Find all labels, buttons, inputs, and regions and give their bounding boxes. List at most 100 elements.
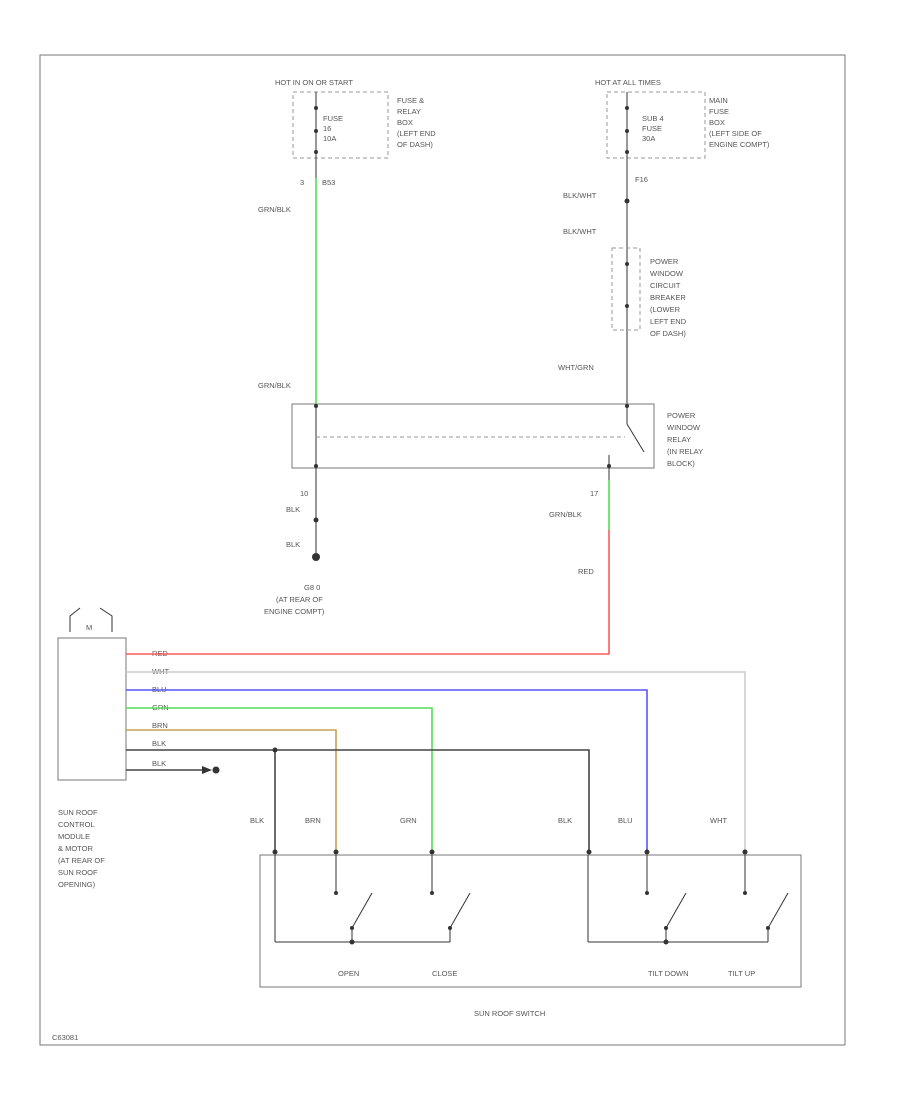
module-label-7: OPENING) xyxy=(58,880,96,889)
tilt-up-switch-contact xyxy=(743,891,747,895)
diagram-frame xyxy=(39,54,846,1046)
right-fuse-box xyxy=(606,91,706,159)
left-fuse-terminal-top xyxy=(314,106,318,110)
right-pin-terminal: F16 xyxy=(635,175,648,184)
left-feed-title: HOT IN ON OR START xyxy=(275,78,353,87)
switch-terminal-1 xyxy=(272,849,278,855)
breaker-label-2: WINDOW xyxy=(650,269,684,278)
relay-label-5: BLOCK) xyxy=(667,459,695,468)
left-pin-number: 3 xyxy=(300,178,304,187)
switch-terminal-4 xyxy=(586,849,592,855)
left-location-3: BOX xyxy=(397,118,413,127)
switch-position-tilt-down: TILT DOWN xyxy=(648,969,689,978)
right-feed-splice xyxy=(624,198,630,204)
switch-terminal-5 xyxy=(644,849,650,855)
blue-wire xyxy=(126,689,648,852)
switch-terminal-3 xyxy=(429,849,435,855)
right-feed-title: HOT AT ALL TIMES xyxy=(595,78,661,87)
left-location-4: (LEFT END xyxy=(397,129,436,138)
relay-terminal-right-bottom xyxy=(607,464,611,468)
left-fuse-terminal-mid xyxy=(314,129,318,133)
relay-terminal-left-bottom xyxy=(314,464,318,468)
switch-terminal-2 xyxy=(333,849,339,855)
left-fuse-label-1: FUSE xyxy=(323,114,343,123)
relay-label-1: POWER xyxy=(667,411,696,420)
switch-position-close: CLOSE xyxy=(432,969,457,978)
right-location-3: BOX xyxy=(709,118,725,127)
open-switch-contact xyxy=(334,891,338,895)
right-wire1-label: BLK/WHT xyxy=(563,191,597,200)
tilt-down-switch-contact xyxy=(645,891,649,895)
close-switch-arm xyxy=(449,892,471,929)
black-wire xyxy=(126,749,590,852)
relay-left-wire-label: GRN/BLK xyxy=(258,381,291,390)
left-location-5: OF DASH) xyxy=(397,140,433,149)
tilt-up-switch-arm xyxy=(767,892,789,929)
brown-wire xyxy=(126,729,337,852)
module-ground-arrow xyxy=(202,766,212,774)
right-fuse-label-1: SUB 4 xyxy=(642,114,664,123)
sunroof-control-module xyxy=(57,637,127,781)
open-switch-arm xyxy=(351,892,373,929)
red-wire xyxy=(126,530,610,655)
tilt-down-switch-arm xyxy=(665,892,687,929)
left-location-1: FUSE & xyxy=(397,96,424,105)
right-fuse-terminal-top xyxy=(625,106,629,110)
relay-left-pin: 10 xyxy=(300,489,308,498)
relay-label-4: (IN RELAY xyxy=(667,447,703,456)
breaker-label-1: POWER xyxy=(650,257,679,266)
relay-right-out-label: GRN/BLK xyxy=(549,510,582,519)
right-fuse-label-3: 30A xyxy=(642,134,655,143)
module-wire-blk2: BLK xyxy=(152,759,166,768)
ground-label-3: ENGINE COMPT) xyxy=(264,607,325,616)
relay-terminal-left-top xyxy=(314,404,318,408)
right-fuse-terminal-mid xyxy=(625,129,629,133)
right-location-2: FUSE xyxy=(709,107,729,116)
ground-label-1: G8 0 xyxy=(304,583,320,592)
left-fuse-box xyxy=(292,91,389,159)
module-label-3: MODULE xyxy=(58,832,90,841)
switch-wire-grn: GRN xyxy=(400,816,417,825)
right-fuse-label-2: FUSE xyxy=(642,124,662,133)
motor-label: M xyxy=(86,623,92,632)
switch-position-open: OPEN xyxy=(338,969,359,978)
switch-wire-wht: WHT xyxy=(710,816,727,825)
black-wire-splice xyxy=(272,747,278,753)
circuit-breaker-box xyxy=(611,247,641,331)
relay-left-out1: BLK xyxy=(286,505,300,514)
left-location-2: RELAY xyxy=(397,107,421,116)
switch-wire-blk1: BLK xyxy=(250,816,264,825)
breaker-label-4: BREAKER xyxy=(650,293,686,302)
white-wire xyxy=(126,671,746,852)
switch-wire-blk2: BLK xyxy=(558,816,572,825)
switch-right-splice xyxy=(663,939,669,945)
motor-bracket xyxy=(69,607,113,632)
switch-position-tilt-up: TILT UP xyxy=(728,969,755,978)
module-label-1: SUN ROOF xyxy=(58,808,98,817)
sunroof-switch-box xyxy=(259,854,802,988)
left-fuse-label-2: 16 xyxy=(323,124,331,133)
ground-label-2: (AT REAR OF xyxy=(276,595,323,604)
breaker-label-3: CIRCUIT xyxy=(650,281,681,290)
green-wire xyxy=(126,707,433,852)
right-location-4: (LEFT SIDE OF xyxy=(709,129,762,138)
module-ground-symbol xyxy=(212,766,220,774)
right-location-5: ENGINE COMPT) xyxy=(709,140,770,149)
relay-ground-splice xyxy=(313,517,319,523)
left-pin-terminal: B53 xyxy=(322,178,335,187)
module-label-6: SUN ROOF xyxy=(58,868,98,877)
ground-symbol xyxy=(312,553,320,561)
breaker-terminal-bottom xyxy=(625,304,629,308)
module-wire-blk1: BLK xyxy=(152,739,166,748)
right-wire2-label: BLK/WHT xyxy=(563,227,597,236)
module-label-2: CONTROL xyxy=(58,820,95,829)
power-window-relay-box xyxy=(291,403,655,469)
breaker-label-7: OF DASH) xyxy=(650,329,686,338)
switch-wire-brn: BRN xyxy=(305,816,321,825)
right-location-1: MAIN xyxy=(709,96,728,105)
breaker-label-6: LEFT END xyxy=(650,317,687,326)
left-wire-top-label: GRN/BLK xyxy=(258,205,291,214)
close-switch-contact xyxy=(430,891,434,895)
switch-terminal-6 xyxy=(742,849,748,855)
